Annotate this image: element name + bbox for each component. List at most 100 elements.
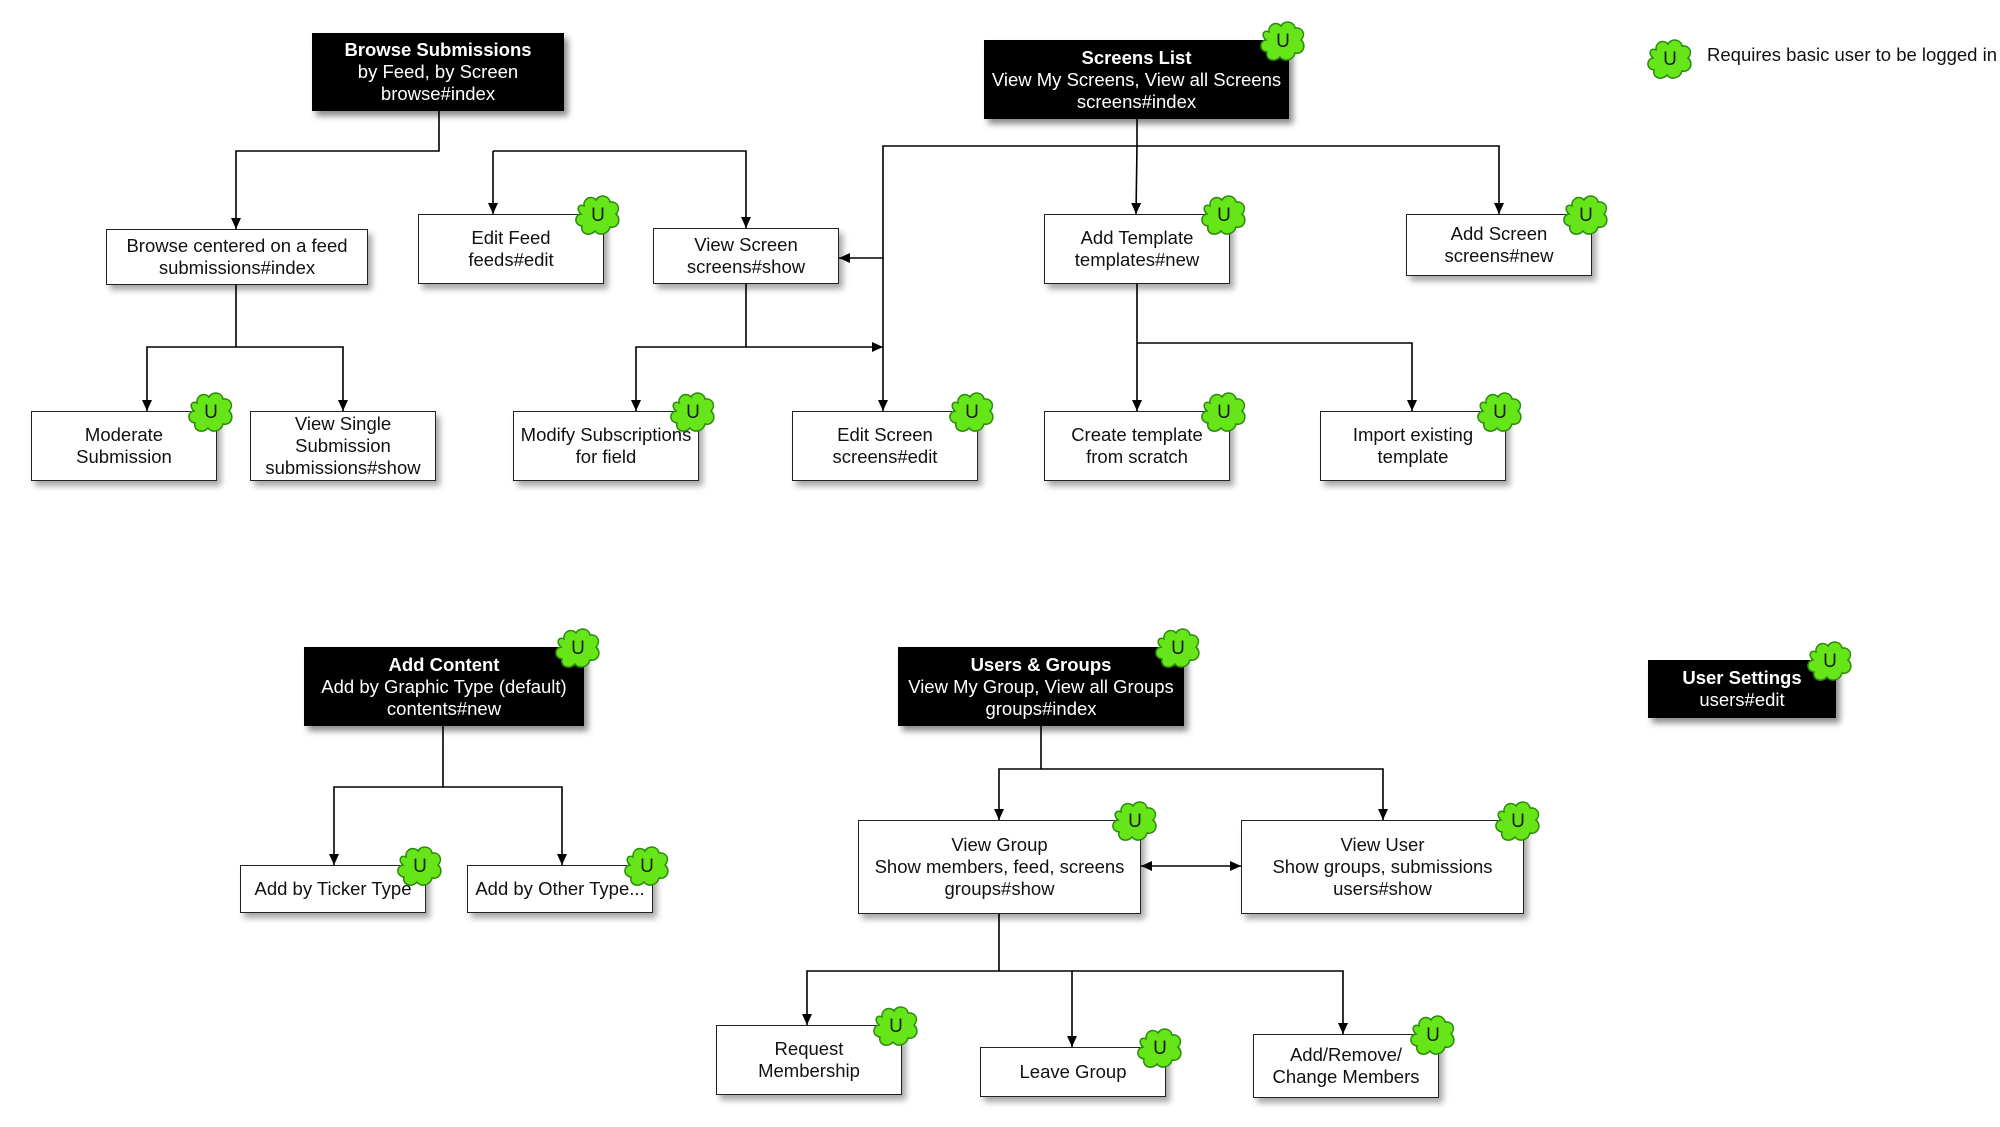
node-line: screens#show <box>686 256 806 277</box>
node-line: View Group <box>951 834 1048 855</box>
cloud-badge-icon <box>555 628 600 668</box>
cloud-badge-icon <box>670 392 715 432</box>
node-line: Submission <box>76 446 172 467</box>
cloud-badge-icon <box>1112 801 1157 841</box>
node-line: Browse centered on a feed <box>126 235 348 256</box>
node-change-members: Add/Remove/Change Members <box>1253 1034 1439 1098</box>
node-line: Show groups, submissions <box>1272 856 1493 877</box>
node-line: View My Group, View all Groups <box>908 675 1174 697</box>
connector-browse-centered-feed-to-moderate-submission <box>142 285 237 411</box>
badge-label: U <box>1153 1038 1167 1059</box>
cloud-badge-icon <box>1201 195 1246 235</box>
login-required-badge: U <box>669 391 717 435</box>
badge-label: U <box>571 638 585 659</box>
node-line: View Single <box>294 413 392 434</box>
badge-label: U <box>1493 402 1507 423</box>
node-line: Modify Subscriptions <box>520 424 692 445</box>
node-line: templates#new <box>1074 249 1200 270</box>
node-line: Membership <box>758 1060 860 1081</box>
login-required-badge: U <box>1154 627 1202 671</box>
badge-label: U <box>1823 651 1837 672</box>
login-required-badge: U <box>1806 640 1854 684</box>
cloud-badge-icon <box>575 195 620 235</box>
badge-label: U <box>1426 1025 1440 1046</box>
connector-screens-list-to-add-screen <box>1137 145 1504 214</box>
login-required-badge: U <box>1409 1014 1457 1058</box>
node-line: View User <box>1340 834 1425 855</box>
login-required-badge: U <box>1494 800 1542 844</box>
node-line: Show members, feed, screens <box>874 856 1125 877</box>
login-required-badge: U <box>1476 391 1524 435</box>
node-line: Moderate <box>84 424 164 445</box>
node-line: User Settings <box>1682 667 1802 688</box>
node-line: Add by Graphic Type (default) <box>321 675 567 697</box>
badge-label: U <box>889 1016 903 1037</box>
connector-users-groups-to-view-group <box>994 726 1042 820</box>
node-line: Add Screen <box>1450 223 1548 244</box>
node-line: submissions#index <box>158 257 316 278</box>
login-required-badge: U <box>623 845 671 889</box>
node-line: Users & Groups <box>970 653 1112 675</box>
legend-login-badge: U <box>1646 38 1694 82</box>
login-required-badge: U <box>872 1005 920 1049</box>
connector-view-group-to-request-membership <box>802 914 1000 1025</box>
cloud-badge-icon <box>1201 392 1246 432</box>
cloud-badge-icon <box>188 392 233 432</box>
legend-badge-label: U <box>1663 49 1677 70</box>
node-line: Add Template <box>1080 227 1194 248</box>
badge-label: U <box>1579 205 1593 226</box>
node-line: Browse Submissions <box>344 39 532 60</box>
node-line: groups#index <box>985 697 1097 719</box>
badge-label: U <box>204 402 218 423</box>
connector-screens-list-to-add-template <box>1131 145 1142 215</box>
connector-view-group-to-leave-group <box>999 970 1077 1047</box>
node-line: users#show <box>1333 878 1432 899</box>
cloud-badge-icon <box>949 392 994 432</box>
cloud-badge-icon <box>1155 628 1200 668</box>
cloud-badge-icon <box>1477 392 1522 432</box>
connector-view-group-to-change-members <box>1072 970 1348 1034</box>
node-add-by-ticker: Add by Ticker Type <box>240 865 426 913</box>
connector-browse-submissions-to-browse-centered-feed <box>231 111 440 229</box>
node-line: Import existing <box>1352 424 1474 445</box>
cloud-badge-icon <box>1647 39 1692 79</box>
node-line: Leave Group <box>1019 1061 1127 1082</box>
legend-text: Requires basic user to be logged in <box>1707 44 1998 65</box>
node-line: Add by Other Type... <box>475 878 645 899</box>
login-required-badge: U <box>574 194 622 238</box>
connector-users-groups-to-view-user <box>1041 768 1388 820</box>
node-line: screens#index <box>1076 90 1197 112</box>
connector-add-content-to-add-by-other <box>443 786 567 865</box>
node-line: screens#new <box>1444 245 1554 266</box>
connector-add-content-to-add-by-ticker <box>329 726 444 865</box>
node-line: Add by Ticker Type <box>254 878 412 899</box>
badge-label: U <box>413 856 427 877</box>
node-line: Submission <box>295 435 391 456</box>
node-add-by-other: Add by Other Type... <box>467 865 653 913</box>
node-line: submissions#show <box>265 457 421 478</box>
login-required-badge: U <box>1562 194 1610 238</box>
connector-browse-submissions-to-view-screen <box>493 150 751 228</box>
cloud-badge-icon <box>1563 195 1608 235</box>
login-required-badge: U <box>187 391 235 435</box>
login-required-badge: U <box>1136 1027 1184 1071</box>
login-required-badge: U <box>1259 20 1307 64</box>
badge-label: U <box>965 402 979 423</box>
badge-label: U <box>640 856 654 877</box>
node-line: Edit Screen <box>837 424 933 445</box>
